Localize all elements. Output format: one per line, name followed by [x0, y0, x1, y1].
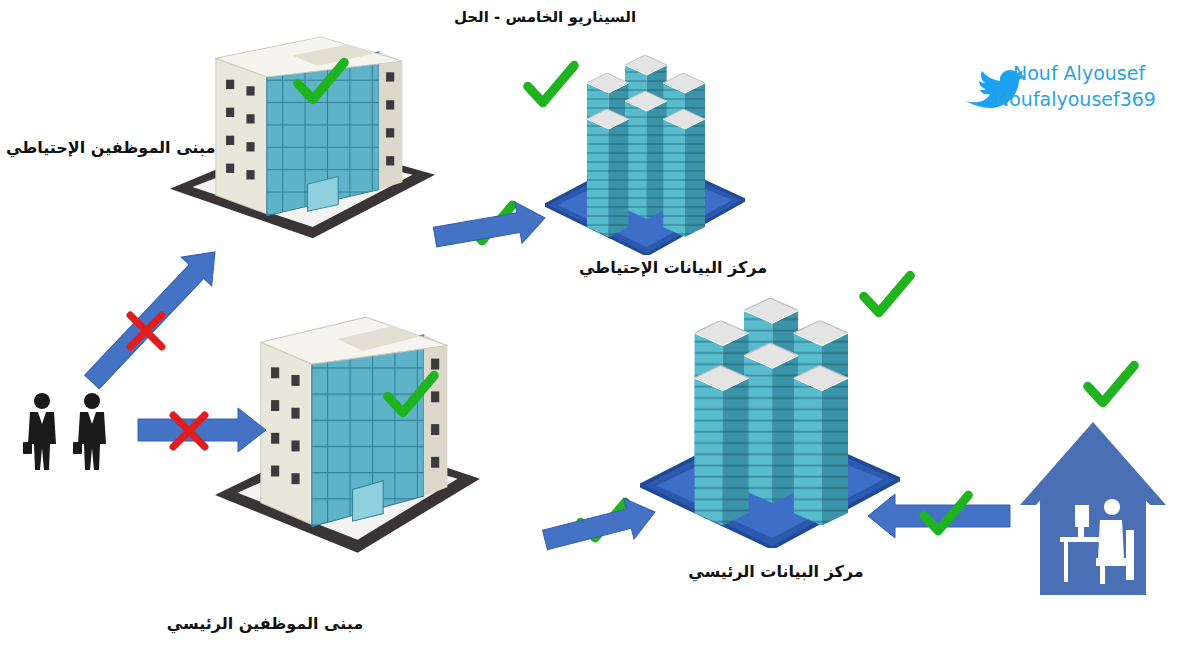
node-label: مركز البيانات الإحتياطي: [579, 258, 767, 278]
node-label: مبنى الموظفين الرئيسي: [167, 614, 364, 634]
author-credit: Noufalyousef369: [995, 88, 1156, 110]
connector-group: [540, 492, 660, 561]
building-node: مبنى الموظفين الرئيسي: [163, 315, 545, 638]
block-arrow: [540, 492, 660, 561]
building-node: مركز البيانات الرئيسي: [655, 298, 900, 586]
building-node: مركز البيانات الإحتياطي: [545, 55, 771, 282]
node-label: مبنى الموظفين الإحتياطي: [6, 138, 215, 158]
connector-group: [431, 197, 548, 257]
block-arrow: [431, 197, 548, 257]
node-label: مركز البيانات الرئيسي: [688, 562, 863, 582]
building-node: مبنى الموظفين الإحتياطي: [2, 35, 435, 240]
author-credit: Nouf Alyousef: [1013, 62, 1145, 84]
diagram-title: السيناريو الخامس - الحل: [454, 8, 636, 26]
